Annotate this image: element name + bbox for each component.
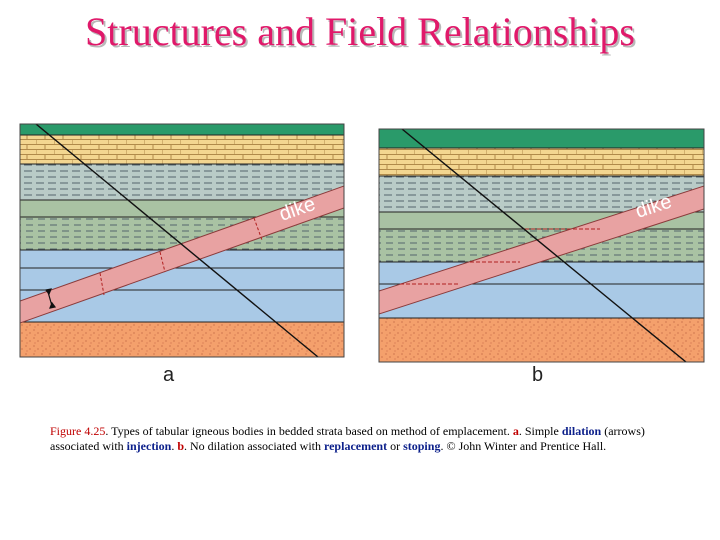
caption-b: b: [177, 439, 185, 453]
dike-a: [20, 185, 344, 324]
panel-label-b: b: [532, 364, 543, 386]
shale-layer-a: [20, 164, 344, 200]
panel-b: dike b: [378, 128, 705, 386]
cap-layer-b: [379, 129, 704, 148]
sandstone-layer-a: [20, 135, 344, 164]
dilation-arrow-icon: [44, 288, 57, 309]
sand-layer-a: [20, 322, 344, 357]
caption-text-2: . Simple: [518, 424, 562, 438]
caption-replacement: replacement: [324, 439, 388, 453]
caption-text-3: (arrows) associated with: [50, 424, 645, 453]
cap-layer-a: [20, 124, 344, 135]
figure-caption: Figure 4.25. Types of tabular igneous bo…: [50, 424, 690, 454]
panel-a: dike a: [19, 123, 345, 386]
fault-line-a: [35, 124, 319, 357]
sandstone-layer-b: [379, 148, 704, 176]
caption-text-7: . © John Winter and Prentice Hall.: [440, 439, 607, 453]
caption-dilation: dilation: [561, 424, 602, 438]
dike-b: [379, 185, 704, 315]
panel-label-a: a: [163, 364, 175, 386]
caption-stoping: stoping: [403, 439, 441, 453]
caption-figure-number: Figure 4.25: [50, 424, 106, 438]
caption-text-1: . Types of tabular igneous bodies in bed…: [105, 424, 513, 438]
fault-line-b: [401, 129, 687, 362]
caption-text-5: . No dilation associated with: [184, 439, 324, 453]
caption-a: a: [512, 424, 519, 438]
caption-injection: injection: [126, 439, 172, 453]
green-layer-a: [20, 200, 344, 217]
sand-layer-b: [379, 318, 704, 362]
slide-title: Structures and Field Relationships: [85, 9, 635, 54]
caption-text-6: or: [387, 439, 404, 453]
caption-text-4: .: [171, 439, 178, 453]
